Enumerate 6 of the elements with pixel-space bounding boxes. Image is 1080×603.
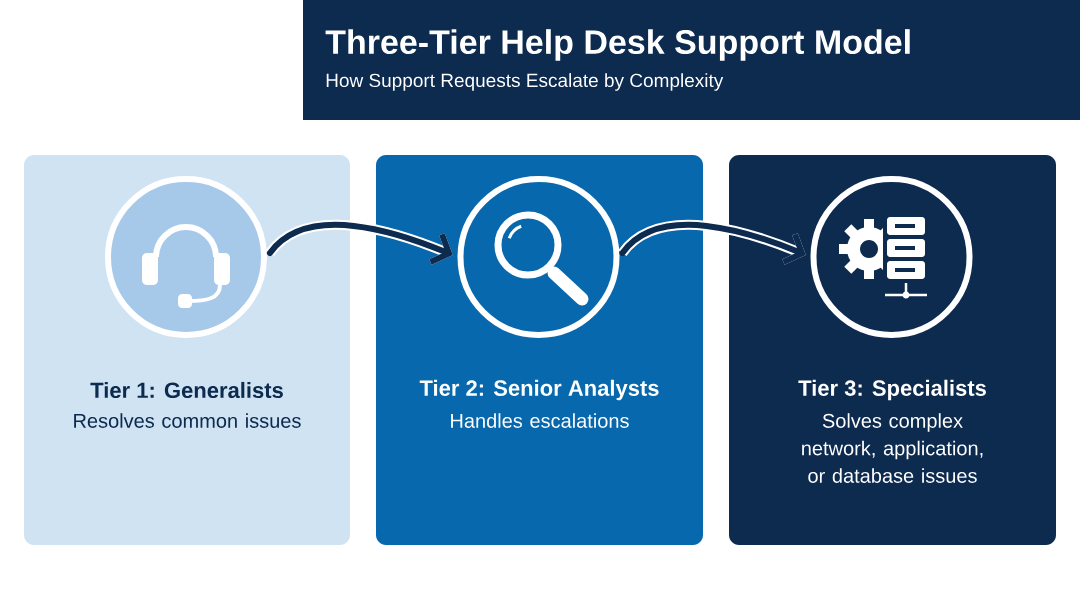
subtitle: How Support Requests Escalate by Complexity bbox=[326, 73, 724, 91]
title: Three-Tier Help Desk Support Model bbox=[325, 29, 910, 61]
icon-circle bbox=[105, 176, 267, 338]
arrow bbox=[618, 219, 806, 265]
icon-circle bbox=[457, 176, 620, 338]
arrow bbox=[266, 219, 453, 265]
